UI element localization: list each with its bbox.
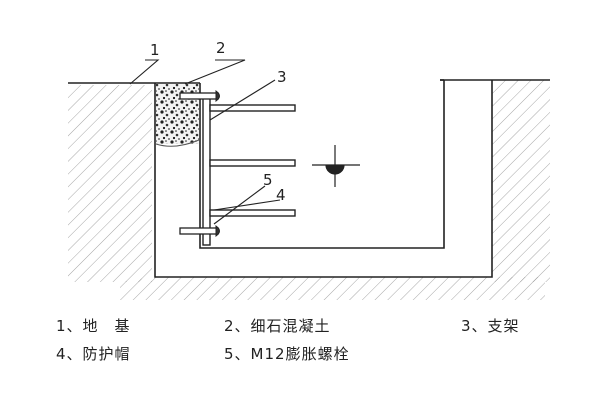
leader-3 (209, 79, 276, 121)
ground-hatch (68, 80, 550, 300)
support-arm (209, 104, 296, 112)
expansion-bolt-top (179, 90, 220, 102)
support-upright (202, 94, 211, 246)
leader-1 (129, 59, 160, 85)
concrete-edge (155, 139, 200, 147)
axis-mark (312, 145, 360, 187)
protective-cap (215, 90, 220, 102)
trench-outer-wall (154, 80, 493, 278)
callout-4: 4 (276, 186, 286, 204)
legend-item-fine-concrete: 2、细石混凝土 (224, 317, 331, 335)
legend-item-protective-cap: 4、防护帽 (56, 345, 131, 363)
legend-item-support: 3、支架 (461, 317, 520, 335)
protective-cap (215, 225, 220, 237)
leader-2 (184, 59, 246, 85)
callout-3: 3 (277, 68, 287, 86)
callout-1: 1 (150, 41, 160, 59)
leader-lines (129, 59, 281, 225)
support-arm (209, 209, 296, 217)
support-arms (209, 104, 296, 217)
callout-5: 5 (263, 171, 273, 189)
leader-4 (213, 199, 281, 211)
expansion-bolt-bottom (179, 225, 220, 237)
legend-row: 1、地 基 2、细石混凝土 3、支架 (56, 312, 596, 340)
trench-inner-wall (199, 79, 445, 249)
legend-item-expansion-bolt: 5、M12膨胀螺栓 (224, 345, 350, 363)
callout-2: 2 (216, 39, 226, 57)
trench-section-drawing: 1 2 3 4 5 (68, 39, 550, 300)
leader-5 (213, 185, 266, 225)
legend-item-foundation: 1、地 基 (56, 317, 131, 335)
legend: 1、地 基 2、细石混凝土 3、支架 4、防护帽 5、M12膨胀螺栓 (56, 312, 596, 368)
legend-row: 4、防护帽 5、M12膨胀螺栓 (56, 340, 596, 368)
support-arm (209, 159, 296, 167)
